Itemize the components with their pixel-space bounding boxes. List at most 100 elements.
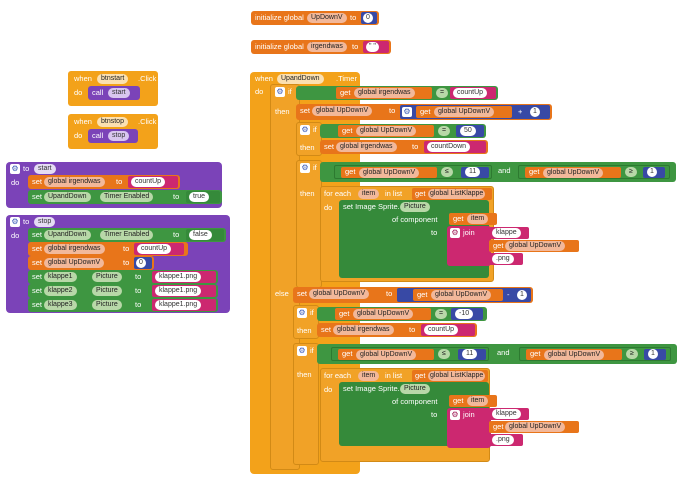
gear-icon[interactable]: ⚙ [450, 410, 460, 420]
boolean-value[interactable]: false [189, 230, 212, 240]
set-irgendwas-block[interactable]: set global irgendwas to countDown [320, 140, 488, 154]
text-value[interactable]: " " [366, 42, 379, 52]
set-timer-enabled-block[interactable]: set UpandDown Timer Enabled to false [28, 228, 226, 242]
get-var-block[interactable]: get global irgendwas [336, 87, 432, 99]
component-dropdown[interactable]: klappe2 [44, 286, 77, 296]
var-dropdown[interactable]: global UpDownV [543, 168, 604, 178]
gear-icon[interactable]: ⚙ [297, 308, 307, 318]
number-value[interactable]: 0 [136, 258, 146, 268]
boolean-value[interactable]: true [189, 192, 210, 202]
component-dropdown[interactable]: UpandDown [44, 192, 91, 202]
proc-dropdown[interactable]: start [108, 88, 130, 98]
boolean-block[interactable]: true [186, 191, 220, 203]
get-item-block[interactable]: get item [449, 395, 497, 407]
operator-dropdown[interactable]: = [438, 126, 451, 136]
gear-icon[interactable]: ⚙ [10, 164, 20, 174]
property-dropdown[interactable]: Timer Enabled [100, 230, 154, 240]
gear-icon[interactable]: ⚙ [402, 107, 412, 117]
compare-block[interactable]: get global UpDownV ≥ 1 [519, 347, 671, 361]
var-dropdown[interactable]: global UpDownV [44, 258, 105, 268]
text-value[interactable]: klappe [492, 228, 521, 238]
join-block[interactable]: ⚙ join [447, 226, 491, 266]
text-block[interactable]: countUp [134, 243, 184, 255]
math-subtract-block[interactable]: get global UpDownV - 1 [397, 288, 531, 302]
number-value[interactable]: 1 [647, 167, 657, 177]
text-block[interactable]: klappe1.png [152, 299, 216, 311]
var-dropdown[interactable]: global UpDownV [505, 422, 566, 432]
if-block[interactable]: ⚙ if then [296, 160, 322, 288]
text-value[interactable]: klappe1.png [155, 286, 202, 296]
init-global-updownv[interactable]: initialize global UpDownV to 0 [251, 11, 379, 25]
text-value[interactable]: countUp [453, 88, 488, 98]
if-block[interactable]: ⚙ if then [293, 305, 319, 339]
number-block[interactable]: 50 [456, 125, 484, 137]
number-value[interactable]: 1 [648, 349, 658, 359]
and-block[interactable]: get global UpDownV ≤ 11 and get global U… [317, 344, 677, 364]
proc-name-field[interactable]: start [34, 164, 56, 174]
var-dropdown[interactable]: global irgendwas [354, 88, 415, 98]
property-dropdown[interactable]: Picture [92, 300, 122, 310]
var-dropdown[interactable]: global UpDownV [312, 106, 373, 116]
component-dropdown[interactable]: UpandDown [277, 74, 324, 84]
var-dropdown[interactable]: global ListKlappe [428, 189, 486, 199]
set-updownv-block[interactable]: set global UpDownV to get global UpDownV… [293, 287, 533, 303]
property-dropdown[interactable]: Picture [400, 202, 430, 212]
init-global-irgendwas[interactable]: initialize global irgendwas to " " [251, 40, 391, 54]
gear-icon[interactable]: ⚙ [10, 217, 20, 227]
text-value[interactable]: klappe [492, 409, 521, 419]
get-var-block[interactable]: get global ListKlappe [412, 188, 492, 200]
set-irgendwas-block[interactable]: set global irgendwas to countUp [28, 175, 180, 189]
var-dropdown[interactable]: item [467, 214, 489, 224]
property-dropdown[interactable]: Picture [92, 272, 122, 282]
var-dropdown[interactable]: global ListKlappe [428, 371, 486, 381]
get-var-block[interactable]: get global UpDownV [341, 167, 437, 178]
gear-icon[interactable]: ⚙ [450, 228, 460, 238]
and-block[interactable]: get global UpDownV ≤ 11 and get global U… [320, 162, 676, 182]
item-field[interactable]: item [358, 371, 380, 381]
var-dropdown[interactable]: global UpDownV [434, 107, 495, 117]
init-var-name[interactable]: irgendwas [307, 42, 347, 52]
number-value[interactable]: 0 [363, 13, 373, 23]
number-value[interactable]: 1 [530, 107, 540, 117]
property-dropdown[interactable]: Picture [92, 286, 122, 296]
number-block[interactable]: 1 [643, 167, 665, 178]
gear-icon[interactable]: ⚙ [297, 346, 307, 356]
text-value[interactable]: .png [492, 435, 514, 445]
text-block[interactable]: klappe [489, 408, 529, 420]
get-var-block[interactable]: get global UpDownV [338, 125, 434, 137]
var-dropdown[interactable]: global UpDownV [431, 290, 492, 300]
component-dropdown[interactable]: btnstart [97, 74, 129, 84]
compare-block[interactable]: get global UpDownV = 50 [320, 124, 486, 138]
gear-icon[interactable]: ⚙ [275, 87, 285, 97]
text-value[interactable]: countDown [427, 142, 471, 152]
compare-block[interactable]: get global UpDownV ≤ 11 [334, 165, 492, 179]
component-dropdown[interactable]: UpandDown [44, 230, 91, 240]
text-block[interactable]: countDown [424, 141, 486, 153]
number-block[interactable]: 11 [461, 167, 489, 178]
number-block[interactable]: 0 [134, 257, 152, 269]
get-var-block[interactable]: get global UpDownV [489, 421, 579, 433]
if-block[interactable]: ⚙ if then [293, 343, 319, 465]
text-block[interactable]: klappe1.png [152, 271, 216, 283]
number-block[interactable]: 1 [644, 349, 666, 360]
text-value[interactable]: .png [492, 254, 514, 264]
number-block[interactable]: -10 [451, 308, 483, 320]
component-dropdown[interactable]: klappe3 [44, 300, 77, 310]
text-value[interactable]: countUp [131, 177, 166, 187]
gear-icon[interactable]: ⚙ [300, 125, 310, 135]
number-block[interactable]: 11 [458, 349, 486, 360]
get-item-block[interactable]: get item [449, 213, 497, 225]
text-block[interactable]: " " [363, 41, 389, 53]
set-irgendwas-block[interactable]: set global irgendwas to countUp [28, 242, 188, 256]
text-block[interactable]: countUp [128, 176, 178, 188]
get-var-block[interactable]: get global UpDownV [338, 349, 434, 360]
var-dropdown[interactable]: global irgendwas [44, 177, 105, 187]
proc-dropdown[interactable]: stop [108, 131, 130, 141]
operator-dropdown[interactable]: ≥ [625, 167, 637, 177]
compare-block[interactable]: get global UpDownV ≤ 11 [331, 347, 489, 361]
boolean-block[interactable]: false [186, 229, 224, 241]
text-block[interactable]: countUp [450, 87, 496, 99]
set-updownv-block[interactable]: set global UpDownV to 0 [28, 256, 154, 270]
var-dropdown[interactable]: global UpDownV [544, 350, 605, 360]
init-var-name[interactable]: UpDownV [307, 13, 347, 23]
